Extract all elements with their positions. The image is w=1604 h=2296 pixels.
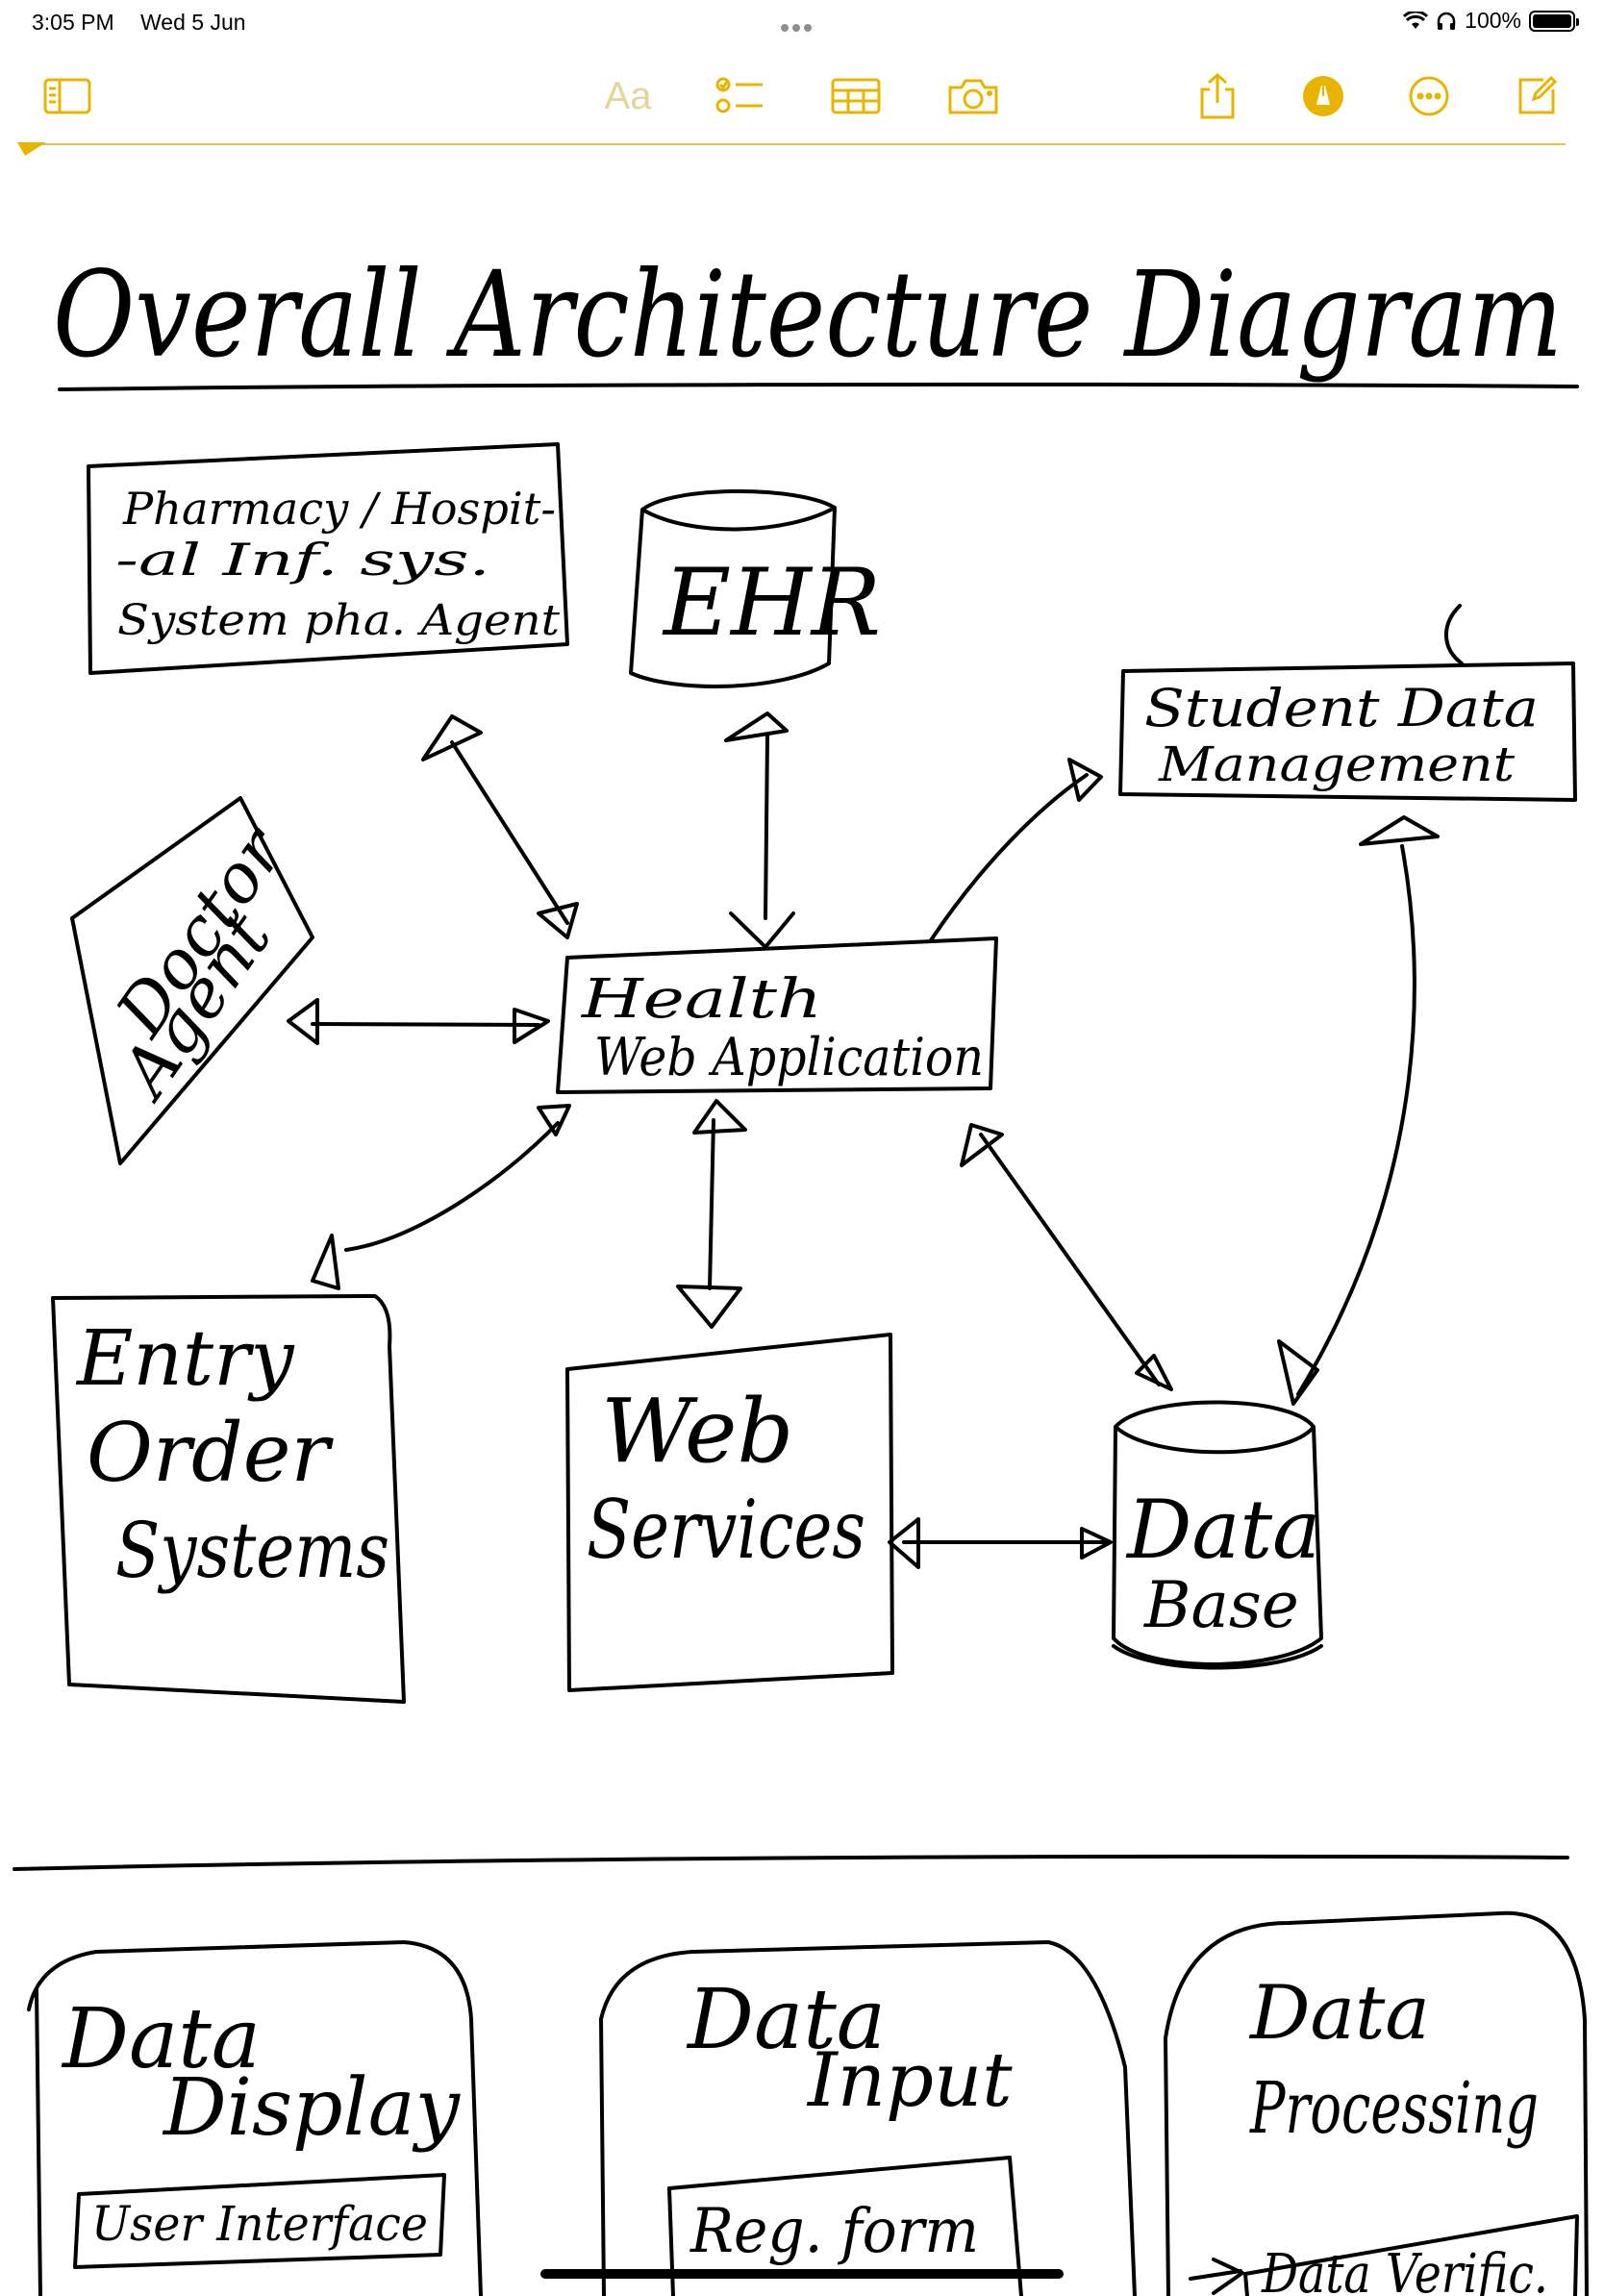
entry-line-2: Order [87, 1406, 335, 1500]
student-line-2: Management [1158, 736, 1516, 792]
entry-line-1: Entry [75, 1313, 295, 1403]
camera-icon [948, 79, 998, 114]
section-divider [13, 1854, 1569, 1871]
checklist-icon [715, 77, 763, 113]
data-processing-line-1: Data [1248, 1970, 1430, 2057]
markup-pen-icon [1303, 76, 1343, 116]
format-button[interactable]: Aa [594, 58, 662, 135]
status-bar: 3:05 PM Wed 5 Jun 100% [0, 0, 1604, 46]
pharmacy-line-1: Pharmacy / Hospit- [122, 483, 556, 535]
toolbar-divider [27, 143, 1566, 145]
status-date: Wed 5 Jun [140, 10, 246, 35]
table-button[interactable] [827, 58, 885, 135]
folded-corner-icon [17, 142, 46, 156]
wifi-icon [1403, 11, 1429, 29]
student-line-1: Student Data [1144, 678, 1539, 738]
data-verific-arrow [1189, 2258, 1244, 2295]
battery-percent: 100% [1465, 8, 1521, 33]
doctor-agent-shape [70, 796, 314, 1165]
format-label: Aa [604, 74, 652, 117]
sidebar-toggle-button[interactable] [38, 58, 96, 135]
ehr-cylinder [629, 489, 837, 688]
ehr-label: EHR [662, 549, 881, 657]
data-processing-line-2: Processing [1249, 2067, 1539, 2150]
health-app-box [556, 936, 998, 1094]
compose-button[interactable] [1508, 58, 1566, 135]
entry-line-3: Systems [115, 1506, 389, 1595]
data-display-line-2: Display [162, 2062, 462, 2154]
pharmacy-box [87, 442, 569, 675]
title-underline [58, 382, 1579, 391]
note-title: Overall Architecture Diagram [53, 246, 1563, 385]
notes-toolbar: Aa [0, 58, 1604, 135]
checklist-button[interactable] [712, 58, 769, 135]
user-interface-label: User Interface [91, 2196, 428, 2252]
health-line-1: Health [581, 968, 822, 1031]
data-verific-box [1243, 2214, 1579, 2296]
data-input-line-1: Data [686, 1972, 886, 2068]
reg-form-label: Reg. form [689, 2196, 979, 2267]
data-processing-box [1164, 1910, 1589, 2296]
markup-button[interactable] [1294, 58, 1352, 135]
share-icon [1200, 72, 1235, 119]
health-line-2: Web Application [594, 1027, 984, 1087]
more-button[interactable] [1400, 58, 1458, 135]
home-indicator[interactable] [540, 2269, 1064, 2279]
headphones-icon [1437, 12, 1456, 30]
entry-order-box [51, 1294, 406, 1704]
status-right: 100% [1403, 8, 1579, 34]
more-icon [1409, 76, 1449, 116]
multitasking-dots[interactable] [781, 12, 815, 37]
data-display-line-1: Data [61, 1991, 261, 2087]
share-button[interactable] [1189, 58, 1246, 135]
data-input-box [599, 1940, 1137, 2296]
web-services-line-1: Web [601, 1380, 793, 1483]
battery-icon [1529, 10, 1579, 32]
data-verific-label: Data Verific. [1261, 2243, 1548, 2296]
data-input-line-2: Input [806, 2037, 1013, 2124]
student-box-curl [1444, 604, 1464, 665]
sidebar-icon [43, 78, 91, 114]
data-display-box [27, 1940, 483, 2296]
status-time: 3:05 PM [32, 10, 114, 35]
web-services-box [565, 1333, 894, 1692]
compose-icon [1518, 75, 1558, 114]
handwritten-note-canvas[interactable]: Overall Architecture Diagram Pharmacy / … [0, 144, 1604, 2296]
database-line-1: Data [1125, 1483, 1320, 1577]
table-icon [831, 78, 881, 114]
pharmacy-line-2: -al Inf. sys. [115, 534, 490, 586]
connection-arrows [287, 711, 1440, 1569]
pharmacy-label: Pharmacy / Hospit- -al Inf. sys. System … [115, 483, 560, 645]
camera-button[interactable] [944, 58, 1002, 135]
user-interface-box [73, 2173, 446, 2269]
student-box [1118, 661, 1577, 802]
pharmacy-line-3: System pha. Agent [117, 596, 560, 645]
database-cylinder [1112, 1400, 1323, 1670]
database-line-2: Base [1143, 1568, 1299, 1642]
web-services-line-2: Services [587, 1483, 865, 1577]
